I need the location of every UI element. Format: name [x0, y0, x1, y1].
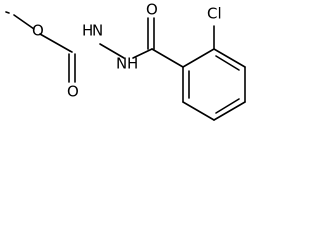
atom-ester-oxygen: O: [32, 22, 44, 40]
atom-nh-left-hydrogen: H: [82, 22, 93, 40]
atom-nh-right-nitrogen: N: [116, 55, 127, 73]
bond-methyl-o: [5, 11, 10, 14]
bond-methyl-line: [13, 14, 35, 30]
ring-bond-1: [182, 48, 215, 68]
atom-chlorine: Cl: [207, 5, 222, 23]
bond-c-n-left: [69, 50, 73, 53]
atom-nh-right-hydrogen: H: [127, 55, 138, 73]
bond-o-carbonyl-c: [39, 33, 71, 52]
ring-bond-2: [213, 48, 246, 68]
bond-amide-ring: [151, 48, 184, 68]
ring-bond-5: [182, 101, 215, 121]
atom-carbamate-carbonyl-oxygen: O: [67, 83, 79, 101]
structure-diagram: O O H N N H O Cl: [5, 1, 246, 121]
atom-amide-carbonyl-oxygen: O: [146, 1, 158, 19]
atom-nh-left-nitrogen: N: [92, 22, 103, 40]
ring-inner-1: [215, 55, 240, 71]
ring-inner-2: [215, 98, 240, 114]
ring-bond-4: [213, 101, 246, 121]
bond-n-amide-c: [132, 48, 153, 59]
bond-n-n: [99, 43, 125, 59]
